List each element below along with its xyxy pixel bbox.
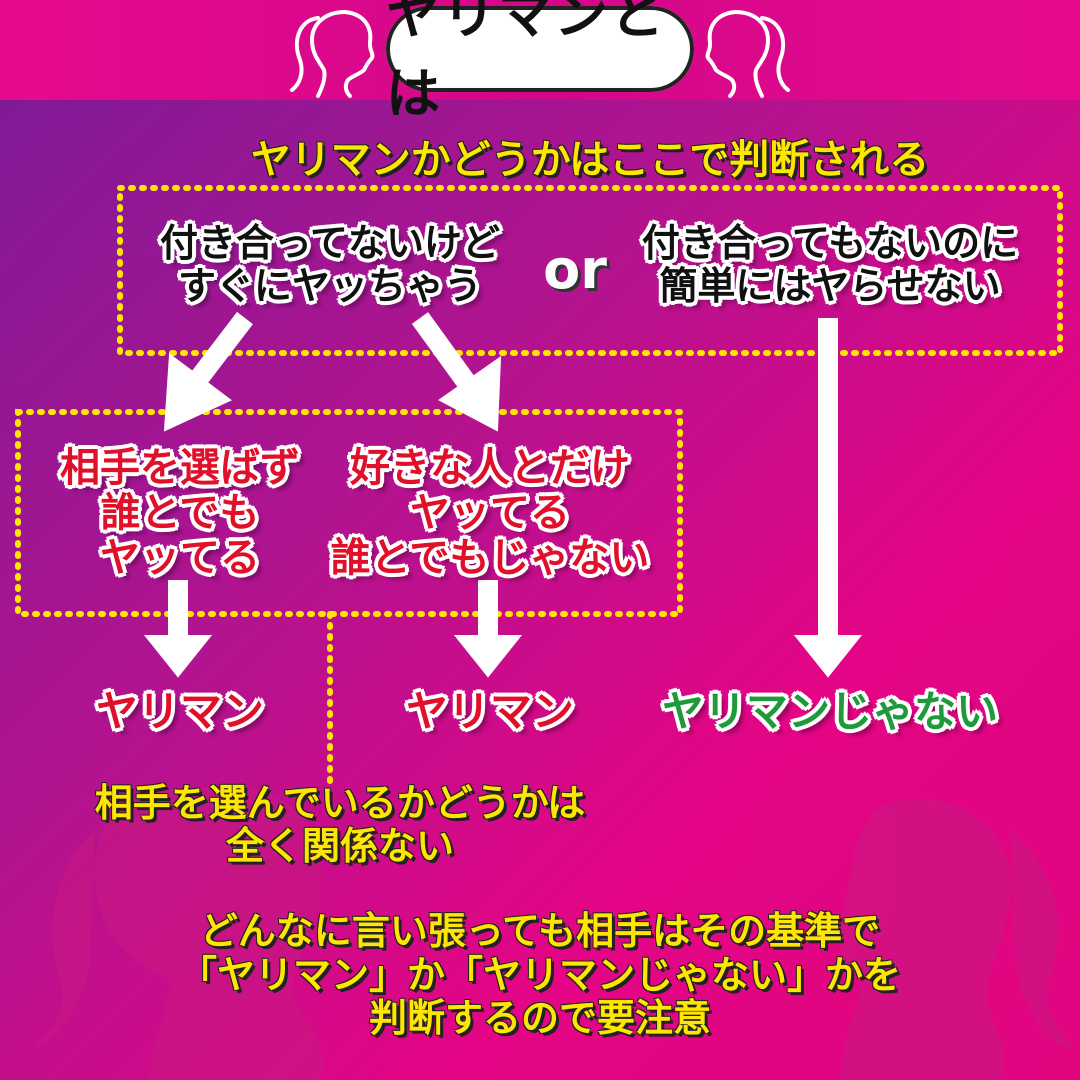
result-b: ヤリマン [405,687,574,736]
option-left-line1: 付き合ってないけど [159,221,501,265]
or-label: or [543,238,607,301]
arrow-down-icon [163,311,253,432]
option-right: 付き合ってもないのに 簡単にはヤらせない [630,222,1030,307]
option-right-line2: 簡単にはヤらせない [659,263,1001,308]
arrow-down-icon [411,312,502,432]
result-a: ヤリマン [95,687,264,736]
case-b-line1: 好きな人とだけ [350,445,630,491]
woman-silhouette-icon [840,798,1075,1080]
woman-silhouette-icon [290,10,375,98]
option-left: 付き合ってないけど すぐにヤッちゃう [140,222,520,307]
case-box [15,409,683,617]
case-b-line3: 誰とでもじゃない [330,534,650,581]
woman-silhouette-icon [30,787,324,1080]
title-pill [386,6,694,92]
woman-silhouette-icon [705,10,790,98]
conclusion-line1: どんなに言い張っても相手はその基準で [199,909,881,953]
case-b-line2: ヤッてる [410,489,570,536]
header-silhouettes [290,10,790,98]
conclusion-line3: 判断するので要注意 [368,996,711,1041]
conclusion-line2: 「ヤリマン」か「ヤリマンじゃない」かを [178,952,901,997]
case-b: 好きな人とだけ ヤッてる 誰とでもじゃない [330,446,650,580]
arrow-down-icon [453,580,523,678]
note: 相手を選んでいるかどうかは 全く関係ない [40,782,640,867]
note-line1: 相手を選んでいるかどうかは [94,781,586,825]
case-a-line2: 誰とでも [100,489,260,536]
question-heading: ヤリマンかどうかはここで判断される [250,137,930,183]
question-box [117,185,1063,356]
arrow-down-icon [143,580,213,678]
case-a-line1: 相手を選ばず [60,445,300,491]
result-c: ヤリマンじゃない [661,687,998,736]
option-left-line2: すぐにヤッちゃう [177,263,482,308]
case-a-line3: ヤッてる [100,534,260,581]
note-line2: 全く関係ない [225,823,454,868]
arrow-down-icon [793,318,863,678]
case-a: 相手を選ばず 誰とでも ヤッてる [40,446,320,580]
conclusion: どんなに言い張っても相手はその基準で 「ヤリマン」か「ヤリマンじゃない」かを 判… [110,909,970,1041]
option-right-line1: 付き合ってもないのに [641,221,1019,265]
